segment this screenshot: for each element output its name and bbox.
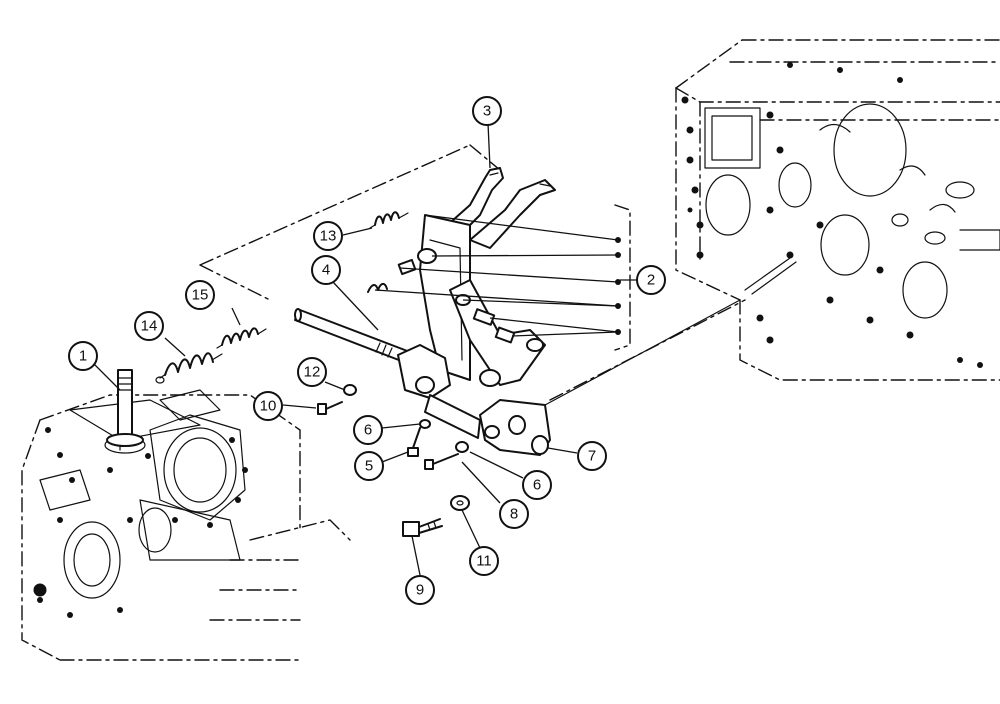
callout-7: 7 — [577, 441, 607, 471]
callout-4: 4 — [311, 255, 341, 285]
callout-6a: 6 — [353, 415, 383, 445]
callout-7-label: 7 — [588, 448, 596, 465]
callout-4-label: 4 — [322, 262, 330, 279]
callout-15: 15 — [185, 280, 215, 310]
engine-block-left — [21, 369, 351, 661]
callout-8: 8 — [499, 499, 529, 529]
spring-13 — [369, 211, 409, 229]
callout-5: 5 — [354, 451, 384, 481]
callout-3: 3 — [472, 96, 502, 126]
callout-5-label: 5 — [365, 458, 373, 475]
callout-3-label: 3 — [483, 103, 491, 120]
callout-12-label: 12 — [304, 364, 321, 381]
callout-15-label: 15 — [192, 287, 209, 304]
bolt-5 — [407, 427, 421, 457]
callout-11-label: 11 — [476, 553, 492, 570]
callout-8-label: 8 — [510, 506, 518, 523]
callout-9: 9 — [405, 575, 435, 605]
callout-11: 11 — [469, 546, 499, 576]
washer-6b — [455, 441, 469, 453]
spring-14 — [155, 352, 223, 384]
leader-lines — [89, 122, 637, 576]
callout-1: 1 — [68, 341, 98, 371]
callout-13-label: 13 — [320, 228, 337, 245]
shaft-4 — [294, 308, 411, 363]
callout-6a-label: 6 — [364, 422, 372, 439]
callout-6b-label: 6 — [533, 477, 541, 494]
callout-9-label: 9 — [416, 582, 424, 599]
bolt-9 — [402, 518, 443, 537]
bolt-10 — [317, 401, 343, 415]
spring-15 — [216, 327, 267, 349]
callout-1-label: 1 — [79, 348, 87, 365]
bolt-8 — [424, 453, 459, 470]
callout-14-label: 14 — [141, 318, 158, 335]
callout-10-label: 10 — [260, 398, 277, 415]
washer-11 — [450, 495, 470, 511]
callout-13: 13 — [313, 221, 343, 251]
engine-block-right — [675, 39, 1000, 381]
callout-12: 12 — [297, 357, 327, 387]
callout-10: 10 — [253, 391, 283, 421]
callout-14: 14 — [134, 311, 164, 341]
washer-12 — [343, 384, 357, 396]
washer-6a — [419, 419, 431, 429]
callout-6b: 6 — [522, 470, 552, 500]
bracket-2-group — [374, 204, 631, 351]
callout-2: 2 — [636, 265, 666, 295]
housing-7 — [397, 299, 746, 456]
callout-2-label: 2 — [647, 272, 655, 289]
